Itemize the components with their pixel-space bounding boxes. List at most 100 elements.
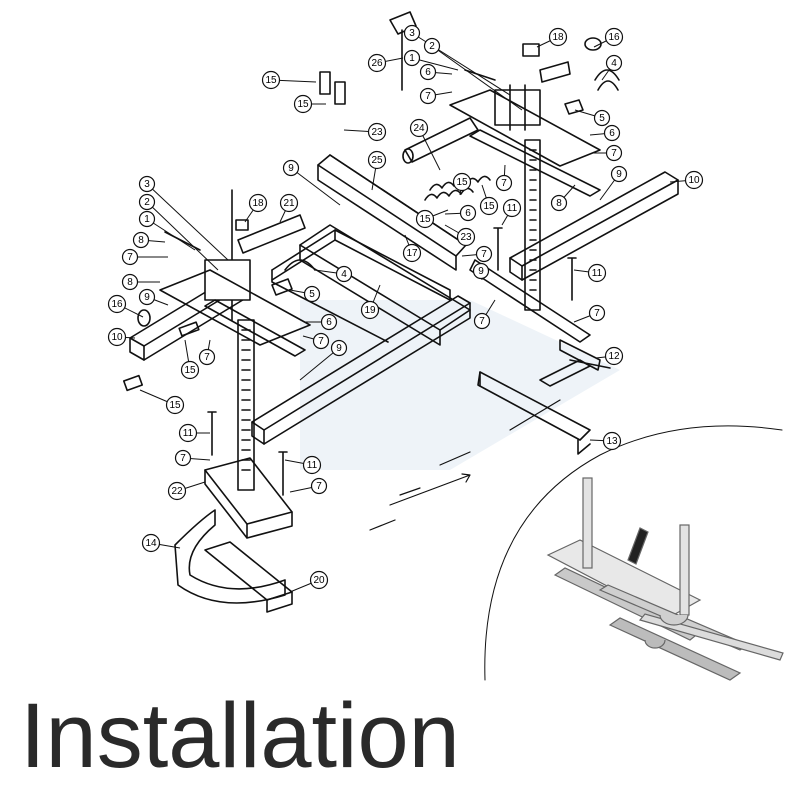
callout-7: 7 xyxy=(573,304,606,323)
callout-circle xyxy=(132,231,150,249)
callout-number: 10 xyxy=(111,332,123,343)
callout-5: 5 xyxy=(574,109,611,127)
callout-15: 15 xyxy=(180,339,200,380)
curved-plate-14 xyxy=(174,509,286,604)
callout-circle xyxy=(403,24,421,42)
callout-number: 12 xyxy=(608,351,620,362)
callout-9: 9 xyxy=(472,262,490,281)
callout-circle xyxy=(248,193,268,213)
callout-circle xyxy=(312,332,330,350)
callout-circle xyxy=(603,124,621,142)
callout-number: 2 xyxy=(144,197,150,208)
callout-circle xyxy=(419,87,437,105)
callout-number: 11 xyxy=(592,268,603,279)
callout-11: 11 xyxy=(501,198,522,226)
callout-circle xyxy=(502,198,522,218)
callout-17: 17 xyxy=(402,234,422,263)
callout-circle xyxy=(452,172,472,192)
callout-6: 6 xyxy=(444,204,477,222)
installation-caption: Installation xyxy=(20,685,460,787)
callout-circle xyxy=(174,449,192,467)
callout-circle xyxy=(330,339,348,357)
callout-7: 7 xyxy=(121,248,168,266)
callout-24: 24 xyxy=(409,118,441,171)
callout-number: 9 xyxy=(144,292,150,303)
base-block-22 xyxy=(204,457,293,539)
callout-circle xyxy=(423,37,441,55)
callout-circle xyxy=(138,193,156,211)
callout-number: 7 xyxy=(594,308,600,319)
callout-7: 7 xyxy=(592,144,623,162)
callout-circle xyxy=(302,455,322,475)
foot-13 xyxy=(477,371,591,455)
callout-13: 13 xyxy=(589,431,622,451)
callout-circle xyxy=(403,49,421,67)
callout-16: 16 xyxy=(107,294,144,318)
rail-25 xyxy=(317,154,467,271)
callout-8: 8 xyxy=(550,184,576,212)
callout-number: 20 xyxy=(313,575,325,586)
callout-circle xyxy=(198,348,216,366)
callout-7: 7 xyxy=(461,245,493,263)
callout-7: 7 xyxy=(289,477,328,495)
callout-circle xyxy=(588,304,606,322)
callout-number: 6 xyxy=(425,67,431,78)
callout-circle xyxy=(472,262,490,280)
callout-15: 15 xyxy=(479,184,499,216)
callout-circle xyxy=(604,27,624,47)
callout-number: 5 xyxy=(599,113,605,124)
callout-number: 6 xyxy=(465,208,471,219)
callout-number: 24 xyxy=(413,123,425,134)
callout-circle xyxy=(320,313,338,331)
callout-number: 6 xyxy=(326,317,332,328)
callout-number: 8 xyxy=(556,198,562,209)
callout-7: 7 xyxy=(419,87,453,105)
callout-number: 15 xyxy=(419,214,431,225)
callout-10: 10 xyxy=(107,327,136,347)
callout-15: 15 xyxy=(293,94,326,114)
callout-circle xyxy=(367,122,387,142)
callout-7: 7 xyxy=(198,339,216,366)
leader-line xyxy=(146,218,196,251)
callout-21: 21 xyxy=(279,193,299,223)
callout-number: 7 xyxy=(501,178,507,189)
callout-circle xyxy=(593,109,611,127)
callout-circle xyxy=(602,431,622,451)
callout-circle xyxy=(367,53,387,73)
callout-circle xyxy=(548,27,568,47)
callout-number: 7 xyxy=(318,336,324,347)
callout-number: 19 xyxy=(364,305,376,316)
callout-15: 15 xyxy=(415,209,449,229)
callout-4: 4 xyxy=(314,265,353,283)
callout-circle xyxy=(107,327,127,347)
callout-number: 7 xyxy=(481,249,487,260)
callout-number: 3 xyxy=(409,28,415,39)
callout-number: 4 xyxy=(341,269,347,280)
callout-number: 1 xyxy=(144,214,150,225)
callout-circle xyxy=(141,533,161,553)
callout-7: 7 xyxy=(174,449,211,467)
callout-20: 20 xyxy=(289,570,329,593)
callout-number: 9 xyxy=(478,266,484,277)
callout-circle xyxy=(605,144,623,162)
callout-1: 1 xyxy=(403,49,459,71)
leader-line xyxy=(146,201,219,271)
callout-4: 4 xyxy=(601,54,623,81)
callout-number: 22 xyxy=(171,486,183,497)
callout-number: 10 xyxy=(688,175,700,186)
callout-15: 15 xyxy=(452,172,472,196)
callout-18: 18 xyxy=(536,27,568,48)
callout-2: 2 xyxy=(423,37,523,111)
callout-circle xyxy=(473,312,491,330)
foot-12 xyxy=(539,359,611,387)
callout-12: 12 xyxy=(595,346,624,366)
callout-circle xyxy=(178,423,198,443)
callout-number: 26 xyxy=(371,58,383,69)
callout-7: 7 xyxy=(302,332,330,350)
post-right xyxy=(524,139,541,311)
callout-number: 15 xyxy=(265,75,277,86)
callout-7: 7 xyxy=(473,299,496,330)
callout-number: 7 xyxy=(611,148,617,159)
